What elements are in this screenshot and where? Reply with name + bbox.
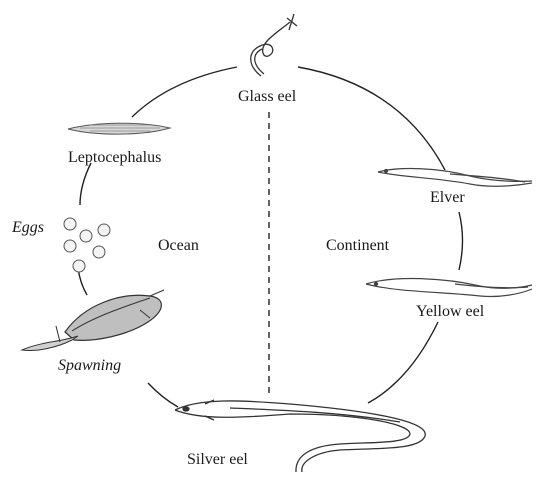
label-glass-eel: Glass eel	[238, 88, 296, 106]
leptocephalus-illustration	[68, 123, 170, 134]
cycle-circle	[78, 67, 463, 407]
yellow-eel-illustration	[366, 278, 532, 296]
label-elver: Elver	[430, 189, 465, 207]
label-eggs: Eggs	[12, 219, 44, 237]
label-spawning: Spawning	[58, 357, 121, 375]
label-yellow-eel: Yellow eel	[416, 303, 484, 321]
spawning-illustration	[22, 290, 164, 351]
label-ocean: Ocean	[158, 237, 199, 255]
glass-eel-illustration	[251, 14, 297, 76]
label-leptocephalus: Leptocephalus	[68, 149, 161, 167]
label-continent: Continent	[326, 237, 389, 255]
eggs-illustration	[64, 218, 110, 272]
elver-illustration	[378, 169, 532, 187]
label-silver-eel: Silver eel	[187, 451, 248, 469]
